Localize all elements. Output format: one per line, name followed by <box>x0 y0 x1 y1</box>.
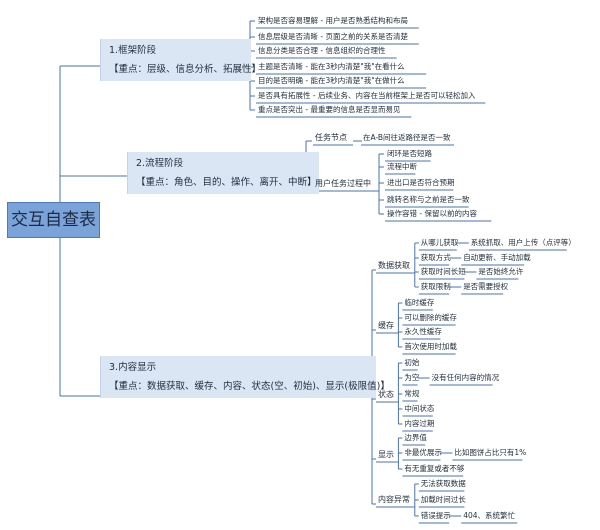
framework-item: 信息分类是否合理 - 信息组织的合理性 <box>258 46 386 55</box>
content-error-item: 错误提示 <box>420 511 451 520</box>
state-item: 中间状态 <box>404 404 435 413</box>
data-fetch-item-detail: 是否始终允许 <box>478 267 524 276</box>
cache-item: 临时缓存 <box>404 298 435 307</box>
display-item-detail: 比如图饼占比只有1% <box>454 448 527 457</box>
user-task-label: 用户任务过程中 <box>315 179 371 188</box>
cache-item: 可以删除的缓存 <box>404 313 457 322</box>
flow-stage-focus: 【重点：角色、目的、操作、离开、中断】 <box>136 177 317 188</box>
content-error-label: 内容异常 <box>378 495 410 504</box>
cache-item: 永久性缓存 <box>404 327 442 336</box>
framework-stage-title: 1.框架阶段 <box>109 45 157 56</box>
user-task-item: 闭环是否短路 <box>387 149 432 158</box>
content-error-item: 加载时间过长 <box>420 495 466 504</box>
display-label: 显示 <box>378 450 394 459</box>
content-error-item: 无法获取数据 <box>420 479 466 488</box>
framework-item: 重点是否突出 - 最重要的信息是否显而易见 <box>258 105 401 114</box>
data-fetch-item: 获取方式 <box>420 253 451 262</box>
task-node-label: 任务节点 <box>315 133 347 142</box>
display-item: 非最优展示 <box>404 448 442 457</box>
state-item: 内容过期 <box>404 419 435 428</box>
display-item: 有无重复或者不够 <box>404 464 465 473</box>
framework-item: 是否具有拓展性 - 后续业务、内容在当前框架上是否可以轻松加入 <box>258 91 476 100</box>
data-fetch-item-detail: 系统抓取、用户上传（点评等） <box>470 238 576 247</box>
framework-stage-node: 1.框架阶段【重点：层级、信息分析、拓展性】 <box>100 39 262 81</box>
data-fetch-item-detail: 自动更新、手动加载 <box>463 253 531 262</box>
framework-item: 架构是否容易理解 - 用户是否熟悉结构和布局 <box>258 16 408 25</box>
state-item: 初始 <box>404 358 420 367</box>
flow-stage-title: 2.流程阶段 <box>136 158 184 169</box>
root-node: 交互自查表 <box>7 202 100 238</box>
data-fetch-item-detail: 是否需要授权 <box>463 282 509 291</box>
framework-item: 目的是否明确 - 能在3秒内清楚"我"在做什么 <box>258 76 405 85</box>
display-item: 边界值 <box>404 433 427 442</box>
user-task-item: 进出口是否符合预期 <box>387 178 455 187</box>
content-stage-node: 3.内容显示【重点：数据获取、缓存、内容、状态(空、初始)、显示(极限值)】 <box>100 356 390 398</box>
content-stage-title: 3.内容显示 <box>109 362 157 373</box>
content-error-item-detail: 404、系统繁忙 <box>463 511 516 520</box>
framework-item: 主题是否清晰 - 能在3秒内清楚"我"在看什么 <box>258 62 405 71</box>
cache-item: 首次使用时加载 <box>404 342 457 351</box>
framework-stage-focus: 【重点：层级、信息分析、拓展性】 <box>109 64 262 75</box>
task-node-detail: 在A-B间往返路径是否一致 <box>363 133 451 142</box>
state-item: 常规 <box>404 389 420 398</box>
content-stage-focus: 【重点：数据获取、缓存、内容、状态(空、初始)、显示(极限值)】 <box>109 381 390 392</box>
state-label: 状态 <box>378 390 394 399</box>
state-item-detail: 没有任何内容的情况 <box>431 373 500 382</box>
data-fetch-item: 从哪儿获取 <box>420 238 459 247</box>
data-fetch-label: 数据获取 <box>378 261 410 270</box>
user-task-item: 操作容错 - 保留以前的内容 <box>387 209 477 218</box>
state-item: 为空 <box>404 373 420 382</box>
user-task-item: 跳转名称与之前是否一致 <box>387 195 470 204</box>
framework-item: 信息层级是否清晰 - 页面之前的关系是否清楚 <box>258 32 408 41</box>
data-fetch-item: 获取时间长短 <box>420 267 466 276</box>
flow-stage-node: 2.流程阶段【重点：角色、目的、操作、离开、中断】 <box>127 152 319 194</box>
data-fetch-item: 获取限制 <box>420 282 451 291</box>
user-task-item: 流程中断 <box>387 162 417 171</box>
cache-label: 缓存 <box>378 321 394 330</box>
